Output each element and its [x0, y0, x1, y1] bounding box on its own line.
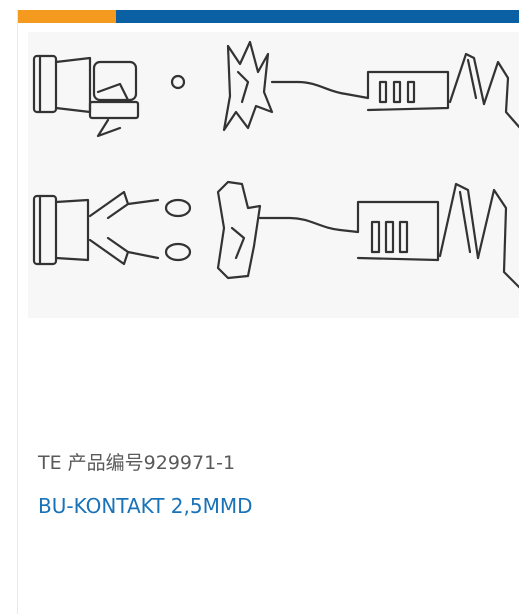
accent-bar-orange: [18, 10, 116, 23]
product-title-link[interactable]: BU-KONTAKT 2,5MMD: [38, 494, 253, 518]
accent-bar-blue: [116, 10, 519, 23]
accent-bar: [18, 10, 519, 23]
product-image[interactable]: [28, 32, 519, 318]
crimp-contact-drawing-icon: [32, 40, 519, 289]
part-number: TE 产品编号929971-1: [38, 452, 236, 474]
product-card[interactable]: TE 产品编号929971-1 BU-KONTAKT 2,5MMD: [17, 10, 519, 614]
